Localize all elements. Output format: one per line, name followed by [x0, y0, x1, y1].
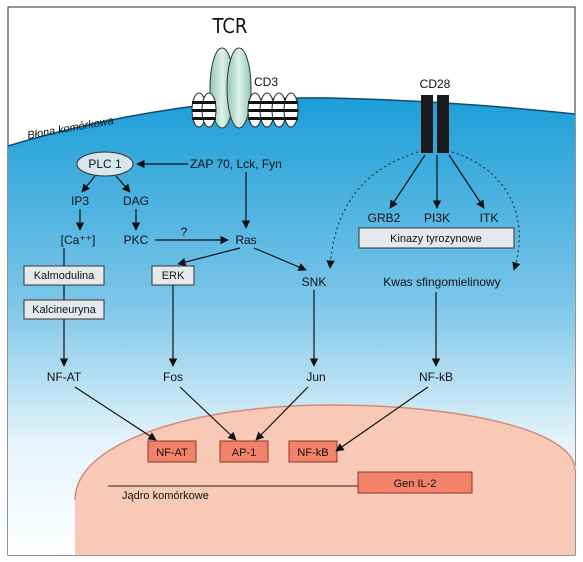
cd3-chains	[191, 92, 299, 128]
cd28-receptor	[421, 95, 449, 153]
nucleus-nfat-box	[147, 440, 197, 463]
nfkb-cyto-label: NF-kB	[419, 370, 453, 384]
nucleus-nfkb-box	[288, 440, 338, 463]
question-label: ?	[181, 225, 188, 239]
plc-label: PLC 1	[88, 157, 122, 171]
kwas-label: Kwas sfingomielinowy	[383, 275, 500, 289]
cd28-label: CD28	[420, 77, 451, 91]
nucleus-ap1-box	[219, 440, 269, 463]
ip3-label: IP3	[71, 194, 89, 208]
tcr-receptor	[209, 47, 252, 129]
gen-il2-label: Gen IL-2	[394, 478, 437, 490]
arrow-nfkb-nucleus	[335, 386, 429, 452]
fos-label: Fos	[163, 370, 183, 384]
dotted-arrow-cd28-snk	[326, 151, 419, 269]
jun-label: Jun	[306, 370, 325, 384]
kalmodulina-label: Kalmodulina	[34, 270, 95, 282]
nfat-cyto-label: NF-AT	[47, 370, 82, 384]
ca-label: [Ca⁺⁺]	[61, 233, 96, 247]
cd3-label: CD3	[254, 75, 278, 89]
arrow-jun-ap1	[255, 386, 309, 441]
nucleus-area	[75, 405, 575, 555]
cell-membrane-line	[7, 97, 576, 147]
dag-label: DAG	[123, 194, 149, 208]
nucleus-envelope	[74, 404, 576, 501]
arrow-ras-snk	[253, 247, 307, 271]
arrow-ras-erk	[177, 247, 241, 267]
dotted-arrows	[326, 151, 521, 271]
arrow-nfat-nucleus	[74, 386, 157, 441]
gen-il2-box	[357, 471, 473, 494]
tcr-label: TCR	[212, 14, 248, 38]
nucleus-label: Jądro komórkowe	[122, 490, 209, 502]
arrow-fos-ap1	[179, 386, 237, 441]
kalcineuryna-label: Kalcineuryna	[32, 304, 96, 316]
zap-label: ZAP 70, Lck, Fyn	[190, 157, 282, 171]
grb2-label: GRB2	[368, 211, 401, 225]
pkc-label: PKC	[124, 233, 149, 247]
plc-node	[76, 151, 134, 177]
itk-label: ITK	[480, 211, 499, 225]
nucleus-ap1-label: AP-1	[232, 447, 256, 459]
arrow-cd28-itk	[448, 154, 485, 209]
nucleus-nfkb-label: NF-kB	[297, 447, 328, 459]
arrow-cd28-grb2	[389, 154, 426, 209]
ras-label: Ras	[235, 233, 256, 247]
nucleus-nfat-label: NF-AT	[156, 447, 188, 459]
arrow-plc-ip3	[81, 175, 96, 193]
pi3k-label: PI3K	[424, 211, 450, 225]
pathway-arrows	[59, 154, 485, 452]
kinazy-box	[358, 227, 515, 249]
snk-label: SNK	[302, 275, 327, 289]
arrow-plc-dag	[115, 175, 131, 193]
erk-label: ERK	[162, 270, 185, 282]
kinazy-label: Kinazy tyrozynowe	[390, 233, 482, 245]
